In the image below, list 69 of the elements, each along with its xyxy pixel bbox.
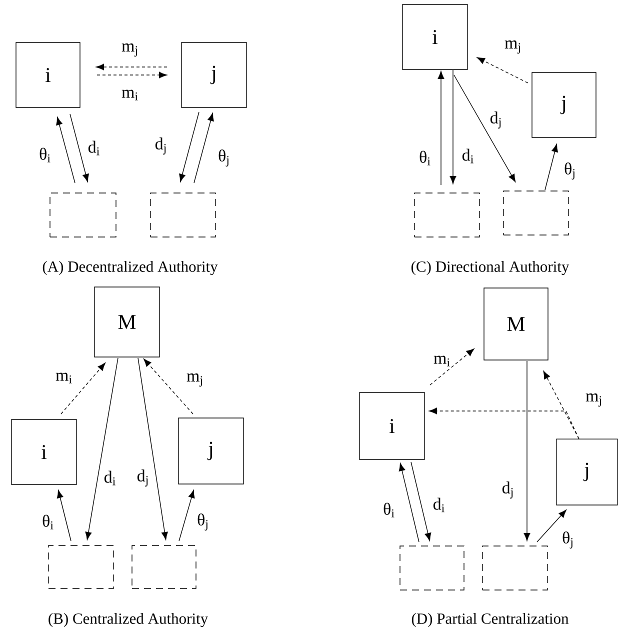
arrow [96,72,167,78]
agent-box: i [359,392,425,460]
panel-caption: (A) Decentralized Authority [42,260,218,276]
agent-box: j [556,438,618,506]
agent-box: j [532,72,596,138]
edge-label: m$_{j}$ [120,42,140,58]
dashed-box [132,545,196,589]
arrow [398,463,420,542]
edge-label: d$_{i}$ [432,496,446,514]
edge-label: d$_{j}$ [500,480,516,500]
arrow [96,64,168,70]
edge-label: m$_{j}$ [185,372,205,388]
arrow [524,360,530,541]
agent-box: i [402,4,468,70]
edge-label: m$_{j}$ [503,39,522,55]
arrow [194,113,214,184]
edge-label: θ$_{j}$ [563,162,577,180]
dashed-box [414,192,480,238]
edge-label: d$_{i}$ [460,148,476,164]
edge-label: d$_{j}$ [136,468,150,488]
panel-caption: (C) Directional Authority [411,260,570,276]
arrow [138,358,168,540]
edge-label: θ$_{j}$ [217,148,231,168]
dashed-box [50,192,116,238]
agent-box: j [181,42,247,108]
agent-box: i [16,42,80,108]
arrow [144,358,194,414]
arrow [60,362,106,414]
dashed-box [400,546,464,590]
arrow [438,71,444,186]
arrow [56,490,72,542]
arrow [544,144,558,190]
edge-label: m$_{i}$ [120,88,140,102]
arrow [410,462,432,541]
dashed-box [482,546,548,590]
edge-label: θ$_{i}$ [382,502,396,518]
agent-box: j [178,418,244,484]
arrow [450,70,456,184]
edge-label: d$_{j}$ [488,110,504,130]
edge-label: θ$_{i}$ [38,146,52,164]
edge-label: θ$_{i}$ [41,514,55,530]
arrow [430,348,474,386]
dashed-box [503,190,569,236]
dashed-box [48,545,114,589]
arrow [56,117,76,184]
agent-box: M [94,286,160,358]
edge-label: d$_{i}$ [86,140,102,156]
dashed-box [150,192,216,238]
edge-label: d$_{i}$ [102,470,118,486]
arrow [429,408,580,440]
arrow [70,114,89,182]
edge-label: m$_{i}$ [54,372,74,384]
arrow [179,112,200,182]
agent-box: M [484,288,548,360]
arrow [543,370,580,440]
arrow [178,490,195,542]
edge-label: d$_{j}$ [154,136,168,156]
edge-label: m$_{i}$ [432,354,452,368]
agent-box: i [11,419,77,485]
edge-label: m$_{j}$ [584,392,604,408]
edge-label: θ$_{j}$ [561,530,575,550]
arrow [476,57,528,84]
panel-caption: (D) Partial Centralization [412,612,569,628]
edge-label: θ$_{i}$ [418,150,432,166]
arrow [536,510,566,542]
arrow [85,358,118,540]
panel-caption: (B) Centralized Authority [48,612,208,628]
arrow [454,74,516,182]
edge-label: θ$_{j}$ [196,512,210,532]
